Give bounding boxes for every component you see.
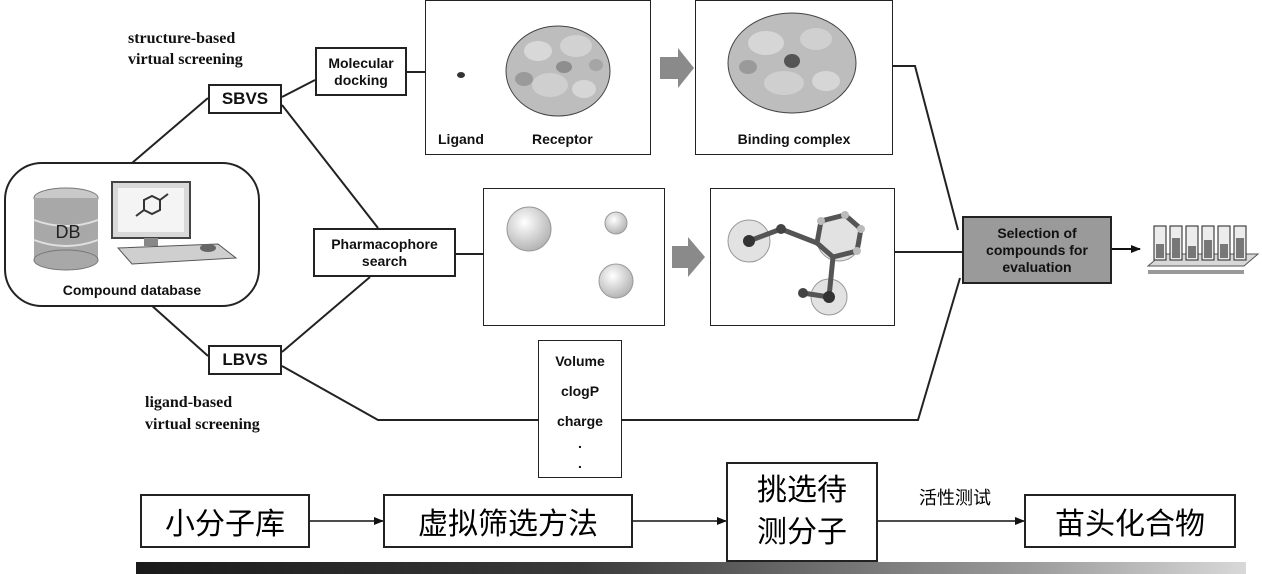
bottom-gradient-bar xyxy=(136,562,1246,574)
db-label: DB xyxy=(55,222,81,242)
lbvs-to-pharmacophore-line xyxy=(281,276,371,353)
compound-database-box: DB Compound database xyxy=(4,162,260,307)
pharmacophore-match-image xyxy=(727,211,865,316)
docking-process-arrow xyxy=(660,48,694,88)
db-to-lbvs-line xyxy=(149,303,209,357)
descriptor-ellipsis: . . xyxy=(578,435,582,471)
flow-step-small-molecule-library: 小分子库 xyxy=(140,494,310,548)
lbvs-caption: ligand-based virtual screening xyxy=(145,394,260,433)
database-icon xyxy=(33,187,99,271)
receptor-blob xyxy=(505,25,611,117)
test-plate-icon xyxy=(1146,225,1260,274)
sbvs-to-docking-line xyxy=(281,79,316,98)
flow-step-hit-compounds: 苗头化合物 xyxy=(1024,494,1236,548)
pharmacophore-process-arrow xyxy=(672,237,705,277)
descriptor-to-selection-line xyxy=(622,277,961,421)
ligand-blob xyxy=(457,72,465,78)
binding-complex-label: Binding complex xyxy=(737,131,851,147)
pharmacophore-search-box: Pharmacophore search xyxy=(313,228,456,277)
complex-to-selection-line xyxy=(893,65,959,231)
lbvs-box: LBVS xyxy=(208,345,282,375)
db-to-sbvs-line xyxy=(131,97,209,164)
docking-input-panel: Ligand Receptor xyxy=(425,0,651,155)
descriptor-list-box: Volume clogP charge . . xyxy=(538,340,622,478)
pharmacophore-match-panel xyxy=(710,188,895,326)
sbvs-to-pharmacophore-line xyxy=(281,104,379,229)
compound-database-label: Compound database xyxy=(62,282,202,298)
descriptor-clogp: clogP xyxy=(560,383,600,399)
pharmacophore-spheres-panel xyxy=(483,188,665,326)
flow-arrow-label-activity-test: 活性测试 xyxy=(919,488,991,509)
descriptor-charge: charge xyxy=(557,413,603,429)
lbvs-to-descriptor-line xyxy=(281,365,538,421)
receptor-label: Receptor xyxy=(532,131,593,147)
flow-step-virtual-screening: 虚拟筛选方法 xyxy=(383,494,633,548)
flow-step-select-molecules: 挑选待 测分子 xyxy=(726,462,878,562)
computer-icon xyxy=(111,181,238,265)
receptor-surface-image xyxy=(457,25,611,117)
sbvs-box: SBVS xyxy=(208,84,282,114)
molecular-docking-box: Molecular docking xyxy=(315,47,407,96)
selection-box: Selection of compounds for evaluation xyxy=(962,216,1112,284)
sbvs-caption: structure-based virtual screening xyxy=(128,30,243,68)
descriptor-volume: Volume xyxy=(555,353,605,369)
ligand-label: Ligand xyxy=(438,131,484,147)
binding-complex-panel: Binding complex xyxy=(695,0,893,155)
binding-complex-image xyxy=(727,12,857,114)
pharmacophore-spheres-image xyxy=(506,206,634,299)
